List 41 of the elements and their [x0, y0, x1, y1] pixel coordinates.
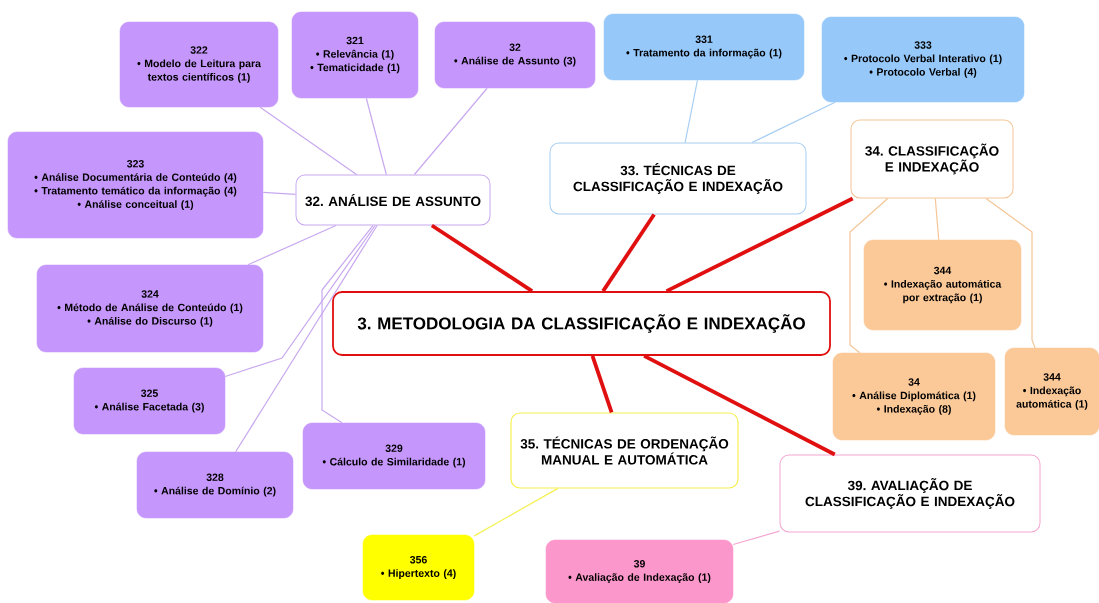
- connector-line: [365, 97, 387, 176]
- topic-box: 33. TÉCNICAS DE CLASSIFICAÇÃO E INDEXAÇÃO: [549, 142, 807, 215]
- subtopic-box: 344 • Indexação automática por extração (1): [863, 239, 1022, 331]
- connector-line: [601, 213, 656, 293]
- topic-box: 39. AVALIAÇÃO DE CLASSIFICAÇÃO E INDEXAÇÃO: [779, 454, 1041, 533]
- connector-line: [321, 224, 374, 424]
- connector-line: [247, 224, 337, 266]
- topic-box: 35. TÉCNICAS DE ORDENAÇÃO MANUAL E AUTOMÁTICA: [510, 412, 739, 489]
- subtopic-box: 324 • Método de Análise de Conteúdo (1) • Análise do Discurso (1): [36, 264, 264, 353]
- connector-line: [684, 79, 699, 144]
- topic-box: 34. CLASSIFICAÇÃO E INDEXAÇÃO: [850, 119, 1014, 199]
- connector-line: [590, 355, 614, 414]
- connector-line: [665, 196, 854, 293]
- connector-line: [235, 224, 378, 453]
- connector-line: [751, 101, 836, 144]
- subtopic-box: 34 • Análise Diplomática (1) • Indexação (8): [832, 352, 996, 441]
- subtopic-box: 331 • Tratamento da informação (1): [603, 13, 805, 81]
- connector-line: [849, 197, 889, 354]
- subtopic-box: 39 • Avaliação de Indexação (1): [545, 539, 734, 603]
- subtopic-box: 325 • Análise Facetada (3): [73, 367, 226, 435]
- connector-line: [934, 197, 940, 241]
- subtopic-box: 333 • Protocolo Verbal Interativo (1) • Protocolo Verbal (4): [821, 16, 1025, 103]
- subtopic-box: 329 • Cálculo de Similaridade (1): [302, 422, 486, 490]
- connector-line: [259, 106, 358, 176]
- connector-line: [985, 197, 1036, 349]
- connector-line: [224, 224, 376, 378]
- subtopic-box: 323 • Análise Documentária de Conteúdo (4) • Tratamento temático da informação (4) • Análise conceitual (1): [7, 131, 264, 239]
- topic-box: 32. ANÁLISE DE ASSUNTO: [295, 174, 491, 226]
- subtopic-box: 32 • Análise de Assunto (3): [434, 21, 596, 89]
- connector-line: [732, 530, 781, 546]
- connector-line: [413, 87, 488, 176]
- connector-line: [643, 354, 836, 457]
- subtopic-box: 321 • Relevância (1) • Tematicidade (1): [291, 11, 419, 99]
- central-topic-box: 3. METODOLOGIA DA CLASSIFICAÇÃO E INDEXAÇÃO: [332, 291, 831, 356]
- subtopic-box: 328 • Análise de Domínio (2): [136, 451, 294, 519]
- subtopic-box: 344 • Indexação automática (1): [1004, 347, 1099, 436]
- connector-line: [430, 223, 534, 293]
- connector-line: [473, 488, 559, 537]
- subtopic-box: 356 • Hipertexto (4): [362, 534, 475, 601]
- subtopic-box: 322 • Modelo de Leitura para textos científicos (1): [119, 21, 279, 108]
- connector-line: [262, 191, 297, 195]
